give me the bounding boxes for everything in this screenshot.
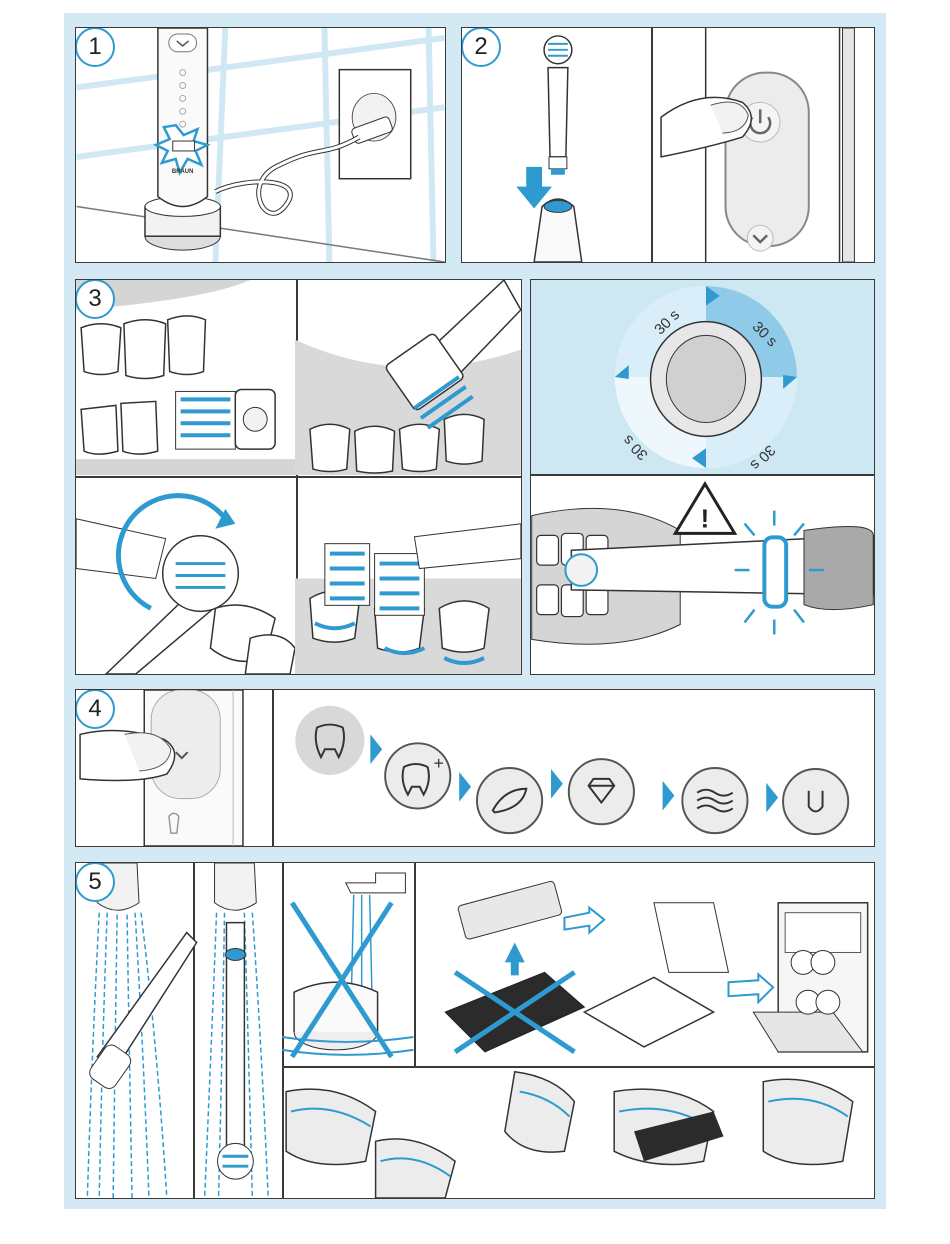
brand-text: BRAUN [172,169,193,175]
step-4-badge: 4 [75,689,115,729]
mode-whitening [569,759,634,824]
step-1-badge: 1 [75,27,115,67]
step-2-badge: 2 [461,27,501,67]
mode-sensitive [477,768,542,833]
svg-text:+: + [434,753,444,773]
lower-teeth [81,401,158,454]
panel-charging: BRAUN 1 [75,27,446,263]
toothbrush-handle [158,28,208,206]
panel-cleaning: 5 [75,862,875,1199]
battery-icon [173,141,195,151]
pressure-warning-illustration: ! [531,476,874,674]
cleaning-illustration [76,863,874,1198]
button-panel [726,73,809,247]
instruction-sheet: BRAUN 1 [64,13,886,1209]
mode-daily-clean [295,706,364,775]
charging-illustration: BRAUN [76,28,445,262]
panel-brushing-technique: 3 [75,279,522,675]
quadrant-timer-illustration: 30 s 30 s 30 s 30 s [531,280,874,474]
brushing-technique-illustration [76,280,521,674]
round-brush-head [163,536,239,612]
mode-tongue-clean [783,769,848,834]
cloth-wiping [286,1072,853,1198]
step-5-badge: 5 [75,862,115,902]
panel-timer: 30 s 30 s 30 s 30 s [530,279,875,475]
attach-and-power-illustration [462,28,874,262]
pressure-ring-light [764,537,786,606]
mode-select-illustration: + [76,690,874,846]
panel-mode-select: + 4 [75,689,875,847]
warning-symbol: ! [701,505,710,533]
upper-teeth [81,316,205,379]
panel-pressure-warning: ! [530,475,875,675]
panel-attach-head: 2 [461,27,875,263]
step-3-badge: 3 [75,279,115,319]
mode-sequence: + [295,706,848,834]
